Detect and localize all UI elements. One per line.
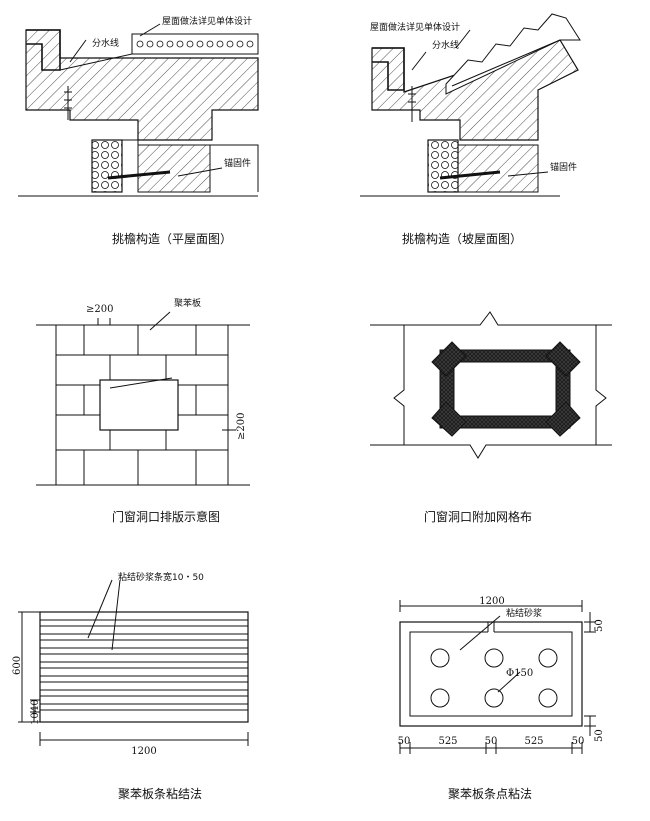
anchor-label: 锚固件 bbox=[224, 157, 251, 169]
mortar-strips bbox=[40, 619, 248, 711]
dim-b: 10 bbox=[30, 712, 41, 725]
eave-coping bbox=[26, 29, 61, 71]
mortar-strip-label: 粘结砂浆条宽10・50 bbox=[118, 571, 204, 583]
window-opening bbox=[99, 379, 179, 431]
drip-label-pitched: 分水线 bbox=[432, 39, 459, 51]
eave-concrete-pitched bbox=[371, 39, 579, 141]
caption-opening-mesh: 门窗洞口附加网格布 bbox=[424, 509, 532, 524]
dim-a: 40 bbox=[30, 699, 41, 712]
panel-opening-layout: ≥200 ≥200 聚苯板 门窗洞口排版示意图 bbox=[36, 297, 250, 524]
panel-opening-mesh: 门窗洞口附加网格布 bbox=[370, 311, 612, 524]
dim-side-label: ≥200 bbox=[236, 413, 247, 440]
dim-mid-50: 50 bbox=[485, 736, 498, 747]
corner-mesh bbox=[431, 341, 581, 437]
roof-layers bbox=[131, 33, 259, 55]
caption-strip-bonding: 聚苯板条粘结法 bbox=[118, 786, 202, 801]
dim-top-label: ≥200 bbox=[86, 304, 113, 315]
roof-note-label-pitched: 屋面做法详见单体设计 bbox=[370, 21, 460, 33]
point-mortar-label: 粘结砂浆 bbox=[506, 607, 542, 619]
drip-label: 分水线 bbox=[92, 37, 119, 49]
panel-point-bonding: 1200 粘结砂浆 Φ150 50 50 50 525 50 525 50 聚苯… bbox=[398, 596, 605, 801]
dim-width-point: 1200 bbox=[479, 596, 504, 607]
caption-pitched-roof: 挑檐构造（坡屋面图） bbox=[402, 231, 522, 246]
board-label: 聚苯板 bbox=[174, 297, 201, 309]
dim-height: 600 bbox=[12, 656, 23, 675]
anchor-bolt bbox=[107, 170, 171, 180]
dim-left-525: 525 bbox=[438, 736, 457, 747]
dot-diameter: Φ150 bbox=[506, 668, 533, 679]
panel-pitched-roof-eave: 分水线 屋面做法详见单体设计 锚固件 挑檐构造（坡屋面图） bbox=[360, 13, 581, 246]
dim-right-50: 50 bbox=[572, 736, 585, 747]
caption-point-bonding: 聚苯板条点粘法 bbox=[448, 786, 532, 801]
wall-insulation bbox=[91, 139, 123, 193]
board-strips bbox=[39, 611, 249, 723]
caption-flat-roof: 挑檐构造（平屋面图） bbox=[112, 231, 232, 246]
dim-width: 1200 bbox=[131, 746, 156, 757]
dim-top-50: 50 bbox=[594, 619, 605, 632]
board-grid bbox=[55, 325, 229, 485]
panel-strip-bonding: 粘结砂浆条宽10・50 600 40 10 1200 聚苯板条粘结法 bbox=[12, 571, 249, 801]
dim-right-525: 525 bbox=[524, 736, 543, 747]
mortar-dots bbox=[430, 648, 558, 708]
dim-bottom-50: 50 bbox=[594, 729, 605, 742]
dim-left-50: 50 bbox=[398, 736, 411, 747]
panel-flat-roof-eave: 分水线 屋面做法详见单体设计 锚固件 挑檐构造（平屋面图） bbox=[18, 15, 259, 246]
anchor-label-pitched: 锚固件 bbox=[550, 161, 577, 173]
caption-opening-layout: 门窗洞口排版示意图 bbox=[112, 509, 220, 524]
board-outline bbox=[399, 621, 583, 727]
roof-note-label: 屋面做法详见单体设计 bbox=[162, 15, 252, 27]
perimeter-mortar bbox=[409, 631, 573, 717]
